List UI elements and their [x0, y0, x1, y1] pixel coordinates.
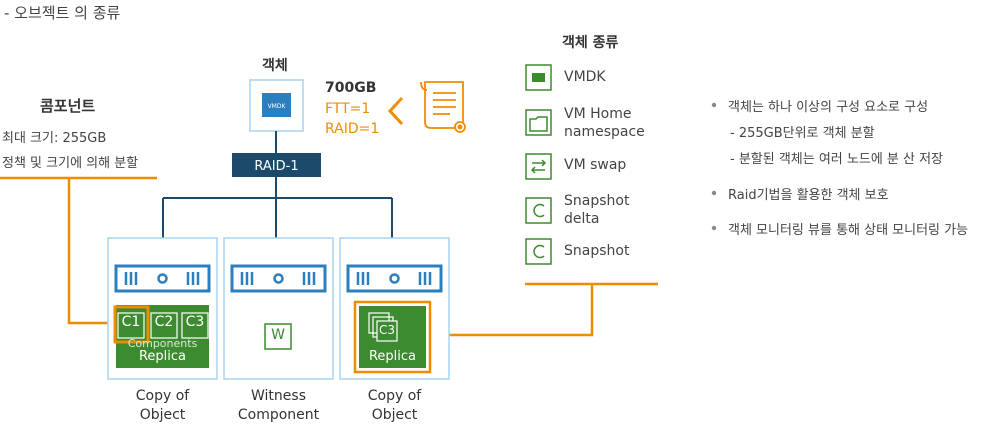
object-size: 700GB — [325, 80, 377, 96]
host-panel-3 — [339, 237, 450, 380]
component-chips — [113, 305, 209, 344]
bullet-1: 객체는 하나 이상의 구성 요소로 구성 — [728, 100, 929, 115]
object-type-vmdk: VMDK — [564, 69, 606, 85]
host-2-caption-line2: Component — [237, 407, 320, 423]
chip-c1: C1 — [121, 314, 141, 330]
host-3-caption-line2: Object — [371, 407, 418, 423]
component-max-size: 최대 크기: 255GB — [2, 131, 107, 146]
bullet-1-sub-2: - 분할된 객체는 여러 노드에 분 산 저장 — [730, 152, 944, 167]
object-title: 객체 — [262, 58, 288, 74]
chip-c2: C2 — [154, 314, 174, 330]
swap-icon — [525, 153, 552, 180]
object-ftt: FTT=1 — [325, 101, 371, 117]
snapshot-icon — [525, 238, 552, 265]
object-type-snapshot: Snapshot — [564, 243, 630, 259]
object-type-icons — [525, 64, 552, 265]
page-title: - 오브젝트 의 종류 — [4, 4, 121, 22]
host-panel-2 — [223, 237, 334, 380]
bullet-dots — [711, 102, 717, 231]
bullet-1-sub-1: - 255GB단위로 객체 분할 — [730, 126, 875, 141]
components-label: Components — [127, 337, 198, 350]
vmdk-object-icon-label: VMDK — [268, 103, 287, 110]
object-type-vm-home: VM Home namespace — [564, 106, 645, 140]
bullet-3: 객체 모니터링 뷰를 통해 상태 모니터링 가능 — [728, 223, 969, 238]
bullet-2: Raid기법을 활용한 객체 보호 — [728, 188, 889, 203]
chip-c3: C3 — [185, 314, 205, 330]
host-panel-1 — [107, 237, 218, 380]
replica-label-1: Replica — [138, 349, 187, 364]
stack-chip-c3: C3 — [378, 323, 395, 337]
host-1-caption-line2: Object — [139, 407, 186, 423]
component-title: 콤포넌트 — [40, 97, 96, 115]
object-type-snapshot-delta: Snapshot delta — [564, 193, 630, 227]
host-1-caption-line1: Copy of — [135, 388, 190, 404]
connector-lines — [0, 176, 658, 337]
object-raid: RAID=1 — [325, 121, 380, 137]
component-split-note: 정책 및 크기에 의해 분할 — [2, 156, 139, 171]
policy-document-icon — [420, 81, 466, 133]
object-type-vm-swap: VM swap — [564, 157, 627, 173]
host-3-caption-line1: Copy of — [367, 388, 422, 404]
component-stack-icon — [368, 312, 398, 342]
snapshot-delta-icon — [525, 197, 552, 224]
raid-tree-lines — [162, 177, 393, 248]
vmdk-object-icon: VMDK — [249, 79, 304, 132]
raid-bar-label: RAID-1 — [254, 159, 298, 174]
chevron-left-icon — [387, 96, 404, 126]
witness-chip: W — [271, 327, 285, 343]
raid-bar — [232, 153, 321, 177]
host-2-caption-line1: Witness — [251, 388, 306, 404]
object-types-title: 객체 종류 — [562, 35, 619, 51]
replica-label-2: Replica — [368, 349, 417, 364]
